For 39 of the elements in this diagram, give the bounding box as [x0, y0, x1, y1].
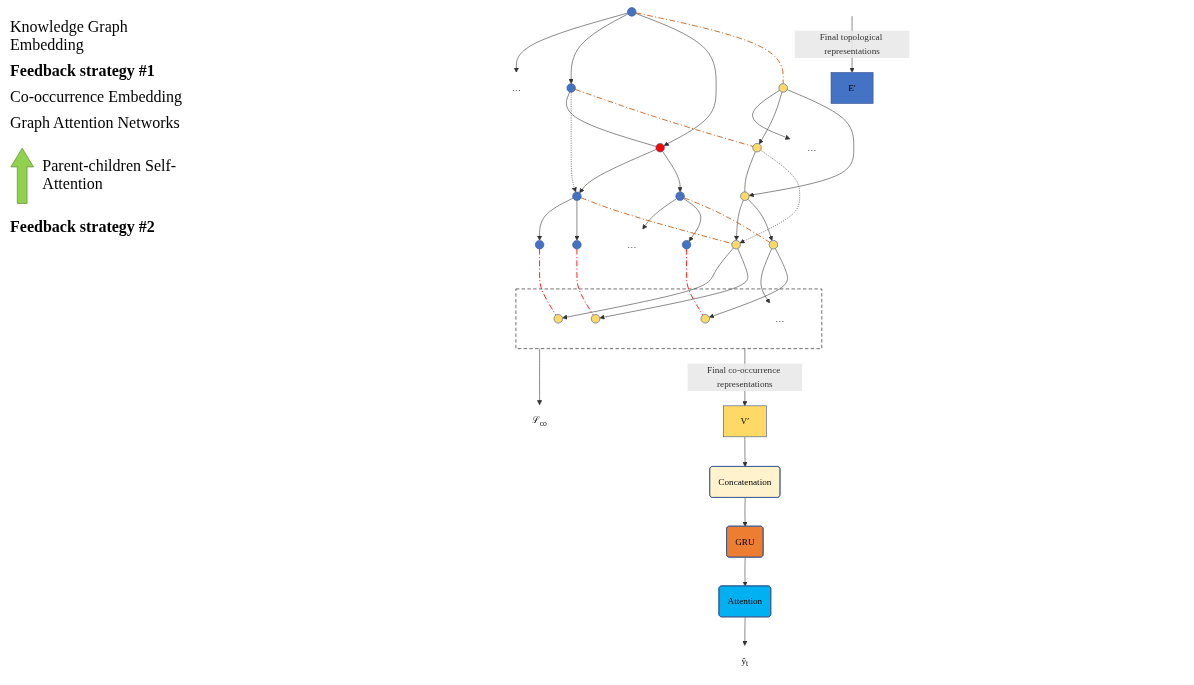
connector — [566, 91, 657, 147]
node-box: E′ — [830, 71, 874, 104]
node-text: … — [775, 313, 785, 323]
edge-label: Final topological representations — [819, 31, 883, 56]
node-circle — [572, 239, 582, 249]
node-circle — [572, 191, 582, 201]
node-text: ŷ$_{t}$ — [741, 655, 749, 668]
strategy-heading: Feedback strategy #2 — [10, 218, 156, 236]
strategy-heading: Feedback strategy #1 — [10, 62, 156, 80]
node-circle — [778, 82, 788, 93]
node-box: V′ — [723, 405, 767, 437]
node-circle — [535, 239, 545, 249]
annotation-text: Graph Attention Networks — [10, 114, 181, 132]
connector — [539, 248, 557, 316]
cluster — [515, 288, 823, 349]
connector — [576, 248, 594, 316]
node-text: ℒ$_{co}$ — [532, 414, 547, 427]
connector — [635, 11, 784, 84]
node-text: … — [511, 82, 521, 93]
node-circle — [566, 82, 576, 93]
node-circle — [675, 191, 685, 201]
node-circle — [655, 142, 665, 152]
annotation-text: Knowledge Graph Embedding — [10, 18, 129, 54]
node-circle — [681, 239, 692, 249]
node-circle — [768, 239, 778, 249]
node-circle — [700, 313, 710, 323]
node-circle — [590, 313, 601, 323]
annotation-text: Parent-children Self-Attention — [42, 157, 178, 193]
node-circle — [731, 239, 741, 249]
node-text: … — [807, 142, 817, 152]
annotation-text: Co-occurrence Embedding — [10, 88, 183, 106]
edge-label: Final co-occurrence representations — [707, 364, 781, 389]
node-text: … — [627, 239, 637, 249]
node-circle — [740, 191, 750, 201]
node-circle — [627, 6, 637, 16]
node-circle — [752, 142, 762, 152]
node-circle — [553, 313, 563, 323]
connector — [574, 88, 754, 147]
connector — [686, 248, 704, 316]
